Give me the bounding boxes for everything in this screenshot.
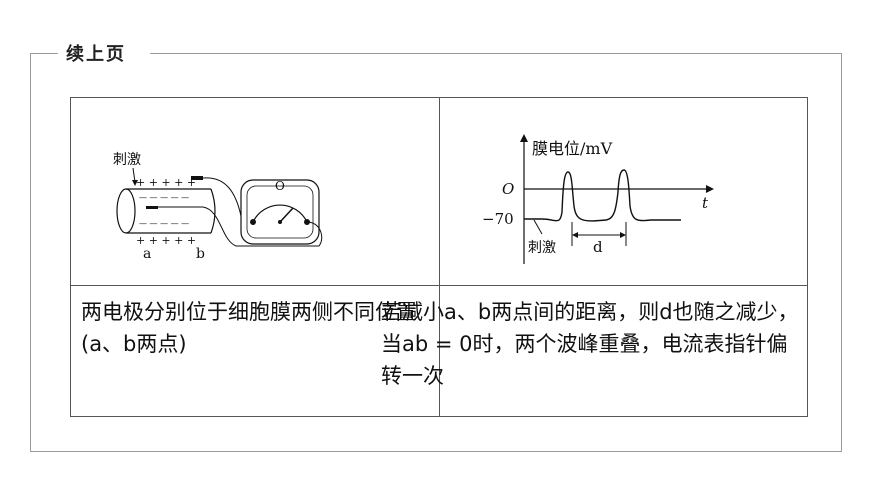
y-axis-label: 膜电位/mV bbox=[532, 139, 613, 158]
frame-border-bottom bbox=[30, 451, 842, 452]
frame-border-left bbox=[30, 53, 31, 451]
wire-a-to-meter bbox=[202, 206, 323, 247]
frame-border-right bbox=[841, 53, 842, 451]
galvanometer-needle bbox=[279, 207, 294, 223]
table-row-divider bbox=[71, 285, 807, 286]
point-b-label: b bbox=[196, 246, 205, 262]
stimulus-arrow bbox=[132, 167, 136, 183]
galvanometer-pivot bbox=[278, 220, 282, 224]
terminal-right bbox=[304, 219, 310, 225]
electrode-a bbox=[146, 206, 158, 209]
galvanometer-zero-label: O bbox=[275, 179, 285, 193]
point-a-label: a bbox=[143, 246, 151, 262]
interval-arrowhead-left bbox=[572, 232, 578, 238]
origin-label: O bbox=[502, 180, 514, 198]
galvanometer-inner bbox=[246, 185, 314, 239]
left-caption: 两电极分别位于细胞膜两侧不同位置(a、b两点) bbox=[81, 300, 417, 356]
x-axis-label: t bbox=[702, 194, 709, 212]
graph-stimulus-label: 刺激 bbox=[528, 239, 556, 256]
terminal-left bbox=[250, 219, 256, 225]
potential-curve bbox=[524, 169, 681, 222]
resting-potential-tick: −70 bbox=[482, 210, 514, 228]
frame-border-top-left bbox=[30, 53, 58, 54]
stimulus-pointer bbox=[533, 219, 543, 235]
nerve-galvanometer-figure: 刺激 + + + + + — — — — — — — — — — + + + +… bbox=[113, 151, 323, 262]
nerve-fiber-end bbox=[116, 188, 136, 234]
interval-arrowhead-right bbox=[620, 232, 626, 238]
minus-charges-bottom: — — — — — bbox=[139, 219, 189, 228]
frame-border-top-right bbox=[150, 53, 842, 54]
right-caption: 若减小a、b两点间的距离，则d也随之减少，当ab = 0时，两个波峰重叠，电流表… bbox=[381, 300, 799, 388]
comparison-table: 刺激 + + + + + — — — — — — — — — — + + + +… bbox=[70, 97, 808, 417]
minus-charges-top: — — — — — bbox=[139, 193, 189, 202]
table-column-divider bbox=[439, 98, 440, 416]
y-axis-arrow bbox=[520, 134, 528, 142]
plus-charges-bottom: + + + + + bbox=[136, 234, 196, 247]
electrode-b bbox=[191, 176, 203, 180]
interval-label: d bbox=[593, 238, 603, 256]
continued-heading: 续上页 bbox=[66, 44, 126, 65]
x-axis-arrow bbox=[706, 185, 714, 193]
stimulus-arrowhead bbox=[132, 180, 138, 186]
membrane-potential-graph: 膜电位/mV O t −70 刺激 d bbox=[482, 134, 714, 264]
plus-charges-top: + + + + + bbox=[136, 176, 196, 189]
stimulus-label: 刺激 bbox=[113, 151, 141, 168]
nerve-fiber-cut-end bbox=[210, 188, 216, 234]
wire-b-to-meter bbox=[202, 177, 242, 217]
galvanometer-scale bbox=[252, 204, 308, 223]
galvanometer-box bbox=[240, 179, 320, 245]
